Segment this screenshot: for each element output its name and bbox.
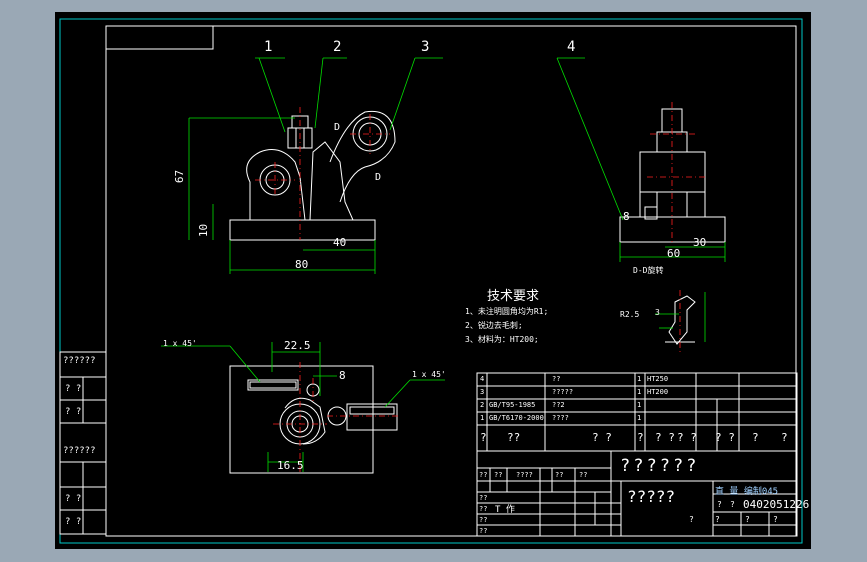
dim-22-5: 22.5	[284, 339, 311, 352]
text-overlay: 1 2 3 4 67 10 40 80 30 60 8 22.5 8 16.5 …	[55, 12, 811, 549]
drawing-frame	[105, 25, 797, 537]
tb-label-1: ??	[479, 494, 488, 502]
dim-30: 30	[693, 236, 707, 249]
tb-right-q5: ?	[745, 515, 750, 524]
left-strip-2: ? ?	[65, 384, 82, 394]
small-row-3: ????	[516, 471, 533, 479]
small-row-4: ??	[555, 471, 564, 479]
balloon-3: 3	[421, 39, 430, 55]
cad-drawing	[59, 18, 803, 544]
tb-label-2: ??	[479, 505, 488, 513]
small-row-5: ??	[579, 471, 588, 479]
bom-row: 3 ????? 1 HT200	[480, 388, 669, 396]
detail-radius: R2.5	[620, 310, 640, 319]
left-strip-1: ??????	[63, 356, 96, 366]
section-mark-bottom: D	[375, 172, 382, 183]
bom-header: ? ?? ? ? ? ? ? ? ? ? ? ? ?	[480, 431, 788, 444]
tech-note-1: 1、未注明圆角均为R1;	[465, 307, 549, 316]
bom-row: 1 GB/T6170-2000 ???? 1	[480, 414, 642, 422]
dim-8-side: 8	[623, 210, 630, 223]
bom-rows: 4 ?? 1 HT250 3 ????? 1 HT200 2 GB/T95-19…	[477, 373, 797, 451]
tb-right-q6: ?	[773, 515, 778, 524]
bom-row: 2 GB/T95-1985 ??2 1	[480, 401, 642, 409]
cad-viewport[interactable]: 1 2 3 4 67 10 40 80 30 60 8 22.5 8 16.5 …	[55, 12, 811, 549]
tb-label-3: ??	[479, 516, 488, 524]
detail-dim-3: 3	[655, 308, 660, 317]
dim-10: 10	[197, 223, 211, 238]
chamfer-left: 1 x 45'	[163, 339, 197, 348]
detail-profile	[668, 295, 696, 345]
section-mark-top: D	[334, 122, 341, 133]
dim-40: 40	[333, 236, 347, 249]
left-strip-5: ? ?	[65, 494, 82, 504]
dim-80: 80	[295, 258, 309, 271]
sheet-title: T 作	[495, 505, 515, 515]
tb-right-q1: ?	[717, 500, 722, 509]
left-strip-3: ? ?	[65, 407, 82, 417]
left-strip-4: ??????	[63, 446, 96, 456]
outer-border	[59, 18, 803, 544]
title-block-big-title: ??????	[620, 456, 700, 476]
material: 直 量 编制045	[715, 487, 779, 497]
tech-title: 技术要求	[487, 289, 540, 304]
tb-right-q4: ?	[715, 515, 720, 524]
small-row-1: ??	[479, 471, 488, 479]
drawing-name: ?????	[627, 487, 676, 506]
dim-8-top: 8	[339, 369, 346, 382]
section-label: D-D旋转	[633, 266, 664, 275]
dim-67: 67	[173, 169, 187, 184]
balloon-1: 1	[264, 39, 273, 55]
small-row-2: ??	[494, 471, 503, 479]
tb-right-q3: ?	[689, 515, 694, 524]
tech-note-3: 3、材料为：HT200;	[465, 335, 539, 344]
top-view-base	[229, 365, 374, 474]
drawing-number: 0402051226	[743, 498, 810, 511]
dim-16-5: 16.5	[277, 459, 304, 472]
balloon-2: 2	[333, 39, 342, 55]
dim-60: 60	[667, 247, 681, 260]
balloon-4: 4	[567, 39, 576, 55]
bom-row: 4 ?? 1 HT250	[480, 375, 669, 383]
tech-note-2: 2、锐边去毛刺;	[465, 321, 523, 330]
tb-label-4: ??	[479, 527, 488, 535]
left-strip-6: ? ?	[65, 517, 82, 527]
chamfer-right: 1 x 45'	[412, 370, 446, 379]
tb-right-q2: ?	[730, 500, 735, 509]
